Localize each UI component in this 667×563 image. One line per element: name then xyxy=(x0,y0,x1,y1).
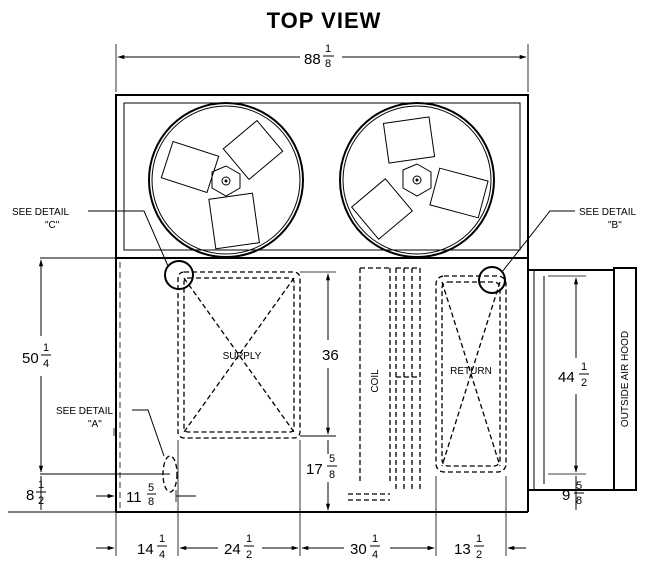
fan-right-icon xyxy=(339,102,495,258)
svg-text:17: 17 xyxy=(306,461,323,478)
svg-text:8: 8 xyxy=(329,469,335,481)
right-small-dimension: 9 5 8 xyxy=(562,476,584,510)
callout-detail-a: SEE DETAIL "A" xyxy=(56,406,165,457)
svg-text:8: 8 xyxy=(576,495,582,507)
svg-text:1: 1 xyxy=(43,342,49,354)
bottom-dimension-chain: 14 1 4 24 1 2 30 1 4 13 1 2 xyxy=(96,440,526,561)
svg-text:24: 24 xyxy=(224,541,241,558)
overall-width-dimension: 88 1 8 xyxy=(115,43,529,92)
return-label: RETURN xyxy=(450,366,492,377)
left-offset-dimension: 8 1 2 xyxy=(8,476,116,513)
dim-num: 1 xyxy=(325,43,331,55)
supply-height-dimension: 36 xyxy=(300,271,339,437)
return-height-dimension: 44 1 2 xyxy=(548,275,589,475)
svg-text:SEE DETAIL: SEE DETAIL xyxy=(12,207,69,218)
callout-detail-b: SEE DETAIL "B" xyxy=(501,207,636,273)
svg-text:8: 8 xyxy=(26,487,34,504)
supply-opening: SUPPLY xyxy=(177,271,301,439)
svg-text:SEE DETAIL: SEE DETAIL xyxy=(579,207,636,218)
detail-c-circle xyxy=(164,260,194,290)
svg-text:50: 50 xyxy=(22,350,39,367)
svg-text:2: 2 xyxy=(581,377,587,389)
fan-section xyxy=(115,94,529,259)
svg-text:1: 1 xyxy=(159,533,165,545)
svg-text:1: 1 xyxy=(476,533,482,545)
dim-den: 8 xyxy=(325,58,331,70)
svg-text:5: 5 xyxy=(148,482,154,494)
svg-text:"B": "B" xyxy=(608,220,622,231)
supply-label: SUPPLY xyxy=(223,351,262,362)
svg-text:44: 44 xyxy=(558,369,575,386)
drawing-title: TOP VIEW xyxy=(267,8,382,33)
svg-text:1: 1 xyxy=(581,361,587,373)
svg-text:14: 14 xyxy=(137,541,154,558)
svg-text:9: 9 xyxy=(562,487,570,504)
coil-label: COIL xyxy=(370,369,381,393)
outside-air-hood: OUTSIDE AIR HOOD xyxy=(527,267,637,491)
callout-detail-c: SEE DETAIL "C" xyxy=(12,207,169,267)
svg-text:"A": "A" xyxy=(88,419,102,430)
svg-text:8: 8 xyxy=(148,496,154,508)
svg-text:1: 1 xyxy=(372,533,378,545)
svg-text:36: 36 xyxy=(322,347,339,364)
svg-text:2: 2 xyxy=(476,549,482,561)
left-height-dimension: 50 1 4 xyxy=(22,259,170,475)
svg-text:"C": "C" xyxy=(45,220,60,231)
svg-text:5: 5 xyxy=(576,480,582,492)
svg-text:5: 5 xyxy=(329,453,335,465)
svg-text:4: 4 xyxy=(43,358,49,370)
svg-text:4: 4 xyxy=(372,549,378,561)
fan-left-icon xyxy=(148,102,304,258)
outside-air-hood-label: OUTSIDE AIR HOOD xyxy=(620,331,631,427)
dim-whole: 88 xyxy=(304,51,321,68)
svg-text:13: 13 xyxy=(454,541,471,558)
svg-text:30: 30 xyxy=(350,541,367,558)
svg-text:4: 4 xyxy=(159,549,165,561)
svg-text:1: 1 xyxy=(246,533,252,545)
svg-text:1: 1 xyxy=(38,479,44,491)
return-opening: RETURN xyxy=(435,275,507,473)
detail-b-circle xyxy=(478,266,506,294)
bottom-gap-dimension: 17 5 8 xyxy=(306,440,337,511)
svg-text:2: 2 xyxy=(246,549,252,561)
left-small-dimension: 11 5 8 xyxy=(96,482,196,508)
svg-text:2: 2 xyxy=(38,495,44,507)
svg-text:SEE DETAIL: SEE DETAIL xyxy=(56,406,113,417)
svg-text:11: 11 xyxy=(126,489,142,506)
coil: COIL xyxy=(348,267,421,501)
